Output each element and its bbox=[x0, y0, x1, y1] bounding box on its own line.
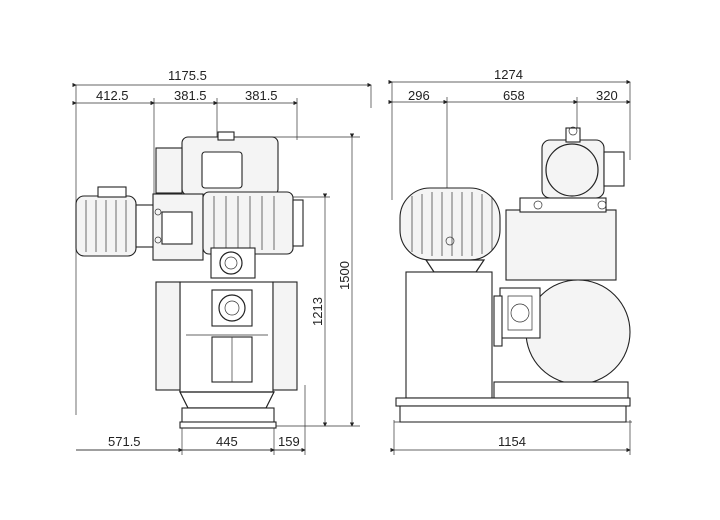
dim-right-width-a: 296 bbox=[408, 88, 430, 103]
dim-right-width-c: 320 bbox=[596, 88, 618, 103]
left-side-dimensions: 1213 1500 bbox=[270, 133, 360, 427]
dim-right-width-b: 658 bbox=[503, 88, 525, 103]
dim-left-height-1213: 1213 bbox=[310, 297, 325, 326]
right-view: 1274 296 658 320 1154 bbox=[388, 67, 632, 455]
left-view: 1175.5 412.5 381.5 381.5 1213 1500 571.5… bbox=[72, 68, 372, 455]
right-bottom-dimensions: 1154 bbox=[390, 420, 631, 455]
dim-left-bottom-a: 571.5 bbox=[108, 434, 141, 449]
dim-left-height-1500: 1500 bbox=[337, 261, 352, 290]
dim-right-overall-width: 1274 bbox=[494, 67, 523, 82]
right-top-dimensions: 1274 296 658 320 bbox=[388, 67, 631, 200]
left-machine bbox=[75, 131, 304, 429]
dim-left-overall-width: 1175.5 bbox=[168, 68, 207, 83]
right-machine bbox=[394, 126, 632, 423]
left-bottom-dimensions: 571.5 445 159 bbox=[76, 385, 306, 455]
left-top-dimensions: 1175.5 412.5 381.5 381.5 bbox=[72, 68, 372, 415]
dim-left-width-c: 381.5 bbox=[245, 88, 278, 103]
dim-left-width-a: 412.5 bbox=[96, 88, 129, 103]
dim-left-bottom-b: 445 bbox=[216, 434, 238, 449]
dim-right-bottom: 1154 bbox=[498, 434, 526, 449]
dim-left-width-b: 381.5 bbox=[174, 88, 207, 103]
dim-left-bottom-c: 159 bbox=[278, 434, 300, 449]
